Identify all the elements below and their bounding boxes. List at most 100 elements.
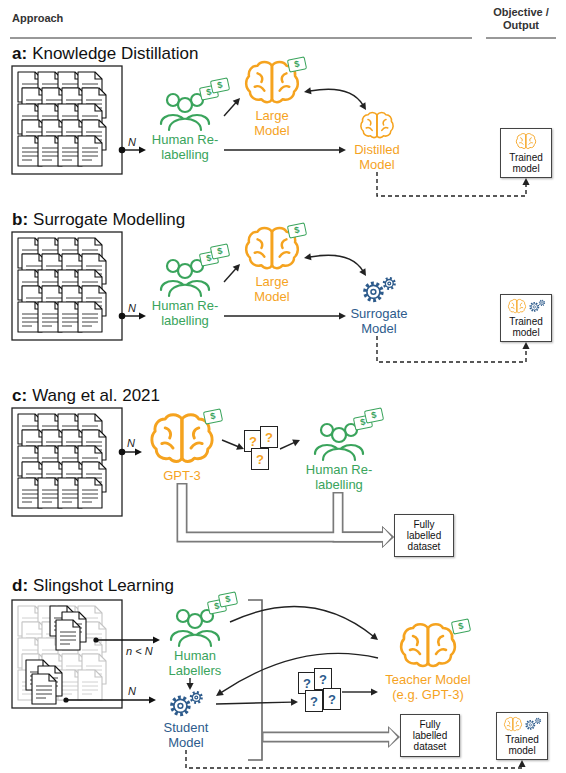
connector-line <box>216 702 292 704</box>
money-bill: $ <box>218 591 238 607</box>
drawing-part <box>527 722 533 728</box>
drawing-part <box>191 692 201 702</box>
drawing-part <box>507 719 519 730</box>
document-line <box>22 282 38 283</box>
icon-row <box>514 132 538 150</box>
document-icon <box>78 302 102 332</box>
document-icon <box>78 136 102 166</box>
connector-line <box>224 268 236 282</box>
document-fold <box>99 254 106 261</box>
box-label: Trained model <box>504 316 548 338</box>
gears-icon <box>360 276 398 304</box>
connector <box>224 312 346 319</box>
document-line <box>82 686 98 687</box>
drawing-part <box>535 718 540 723</box>
drawing-part <box>366 115 388 136</box>
arrowhead <box>522 342 529 349</box>
document-fold <box>95 136 102 143</box>
document-line <box>62 84 78 85</box>
document-fold <box>79 612 86 619</box>
drawing-part <box>169 285 201 296</box>
bill-symbol: $ <box>217 81 224 91</box>
drawing-part <box>361 113 377 138</box>
document-fold <box>99 430 106 437</box>
drawing-part <box>169 119 201 130</box>
arrowhead <box>359 102 366 110</box>
query-mark: ? <box>328 693 336 706</box>
document-line <box>36 698 46 699</box>
document-line <box>22 502 32 503</box>
document-line <box>22 618 38 619</box>
document-fold <box>99 88 106 95</box>
document-line <box>22 326 32 327</box>
node-label: GPT-3 <box>142 468 222 483</box>
document-line <box>86 442 102 443</box>
count-label: N <box>127 437 135 449</box>
document-line <box>22 458 38 459</box>
document-line <box>66 442 82 443</box>
dashed-connector <box>186 750 522 768</box>
brain-icon <box>358 110 396 140</box>
document-line <box>26 634 42 635</box>
drawing-part <box>401 624 455 666</box>
arrowhead <box>292 440 300 447</box>
document-line <box>22 160 32 161</box>
document-line <box>60 640 76 641</box>
query-mark: ? <box>249 435 257 448</box>
document-line <box>60 644 70 645</box>
arrowhead <box>518 760 525 767</box>
panel-letter: c: <box>12 386 27 406</box>
panel-letter: b: <box>12 210 28 230</box>
drawing-part <box>530 303 538 311</box>
people-node: Human Re-labelling$$ <box>146 256 224 328</box>
money-bill: $ <box>287 56 307 72</box>
document-line <box>22 694 32 695</box>
document-line <box>66 266 82 267</box>
drawing-part <box>540 301 544 305</box>
header-rule <box>10 38 472 39</box>
arrowhead <box>139 147 146 154</box>
document-line <box>42 318 58 319</box>
document-line <box>62 322 78 323</box>
document-line <box>36 690 52 691</box>
document-icon <box>78 478 102 508</box>
document-line <box>62 318 78 319</box>
document-fold <box>95 478 102 485</box>
drawing-part <box>174 699 187 712</box>
connector <box>230 606 378 640</box>
count-label: N <box>128 136 136 148</box>
document-line <box>46 266 62 267</box>
document-line <box>82 148 98 149</box>
drawing-part <box>520 135 533 148</box>
query-document: ? <box>314 668 332 690</box>
gears-icon <box>524 717 542 731</box>
connector-hollow <box>338 492 383 537</box>
node-label: Human Re-labelling <box>146 132 224 162</box>
icon-row <box>503 716 542 732</box>
document-line <box>42 152 58 153</box>
connector <box>304 87 366 110</box>
arrowhead <box>153 637 160 644</box>
connector <box>224 264 240 282</box>
money-bill: $ <box>364 407 384 423</box>
input-arrow <box>122 315 140 316</box>
node-label: Human Re-labelling <box>146 298 224 328</box>
document-line <box>62 148 78 149</box>
document-line <box>82 682 98 683</box>
arrowhead <box>339 312 346 319</box>
header-rule <box>486 38 556 39</box>
drawing-part <box>377 113 393 138</box>
arrowhead <box>370 633 378 640</box>
hollow-arrow-fill <box>383 528 397 746</box>
arrowhead <box>304 87 312 94</box>
panel-title: Knowledge Distillation <box>32 44 198 64</box>
drawing-part <box>367 285 380 298</box>
drawing-part <box>178 703 183 708</box>
drawing-part <box>516 134 535 149</box>
panel-title: Surrogate Modelling <box>33 210 185 230</box>
document-fold <box>95 72 102 79</box>
drawing-part <box>332 428 346 442</box>
drawing-part <box>526 721 534 729</box>
node-label: Student Model <box>156 720 216 750</box>
document-line <box>82 490 98 491</box>
